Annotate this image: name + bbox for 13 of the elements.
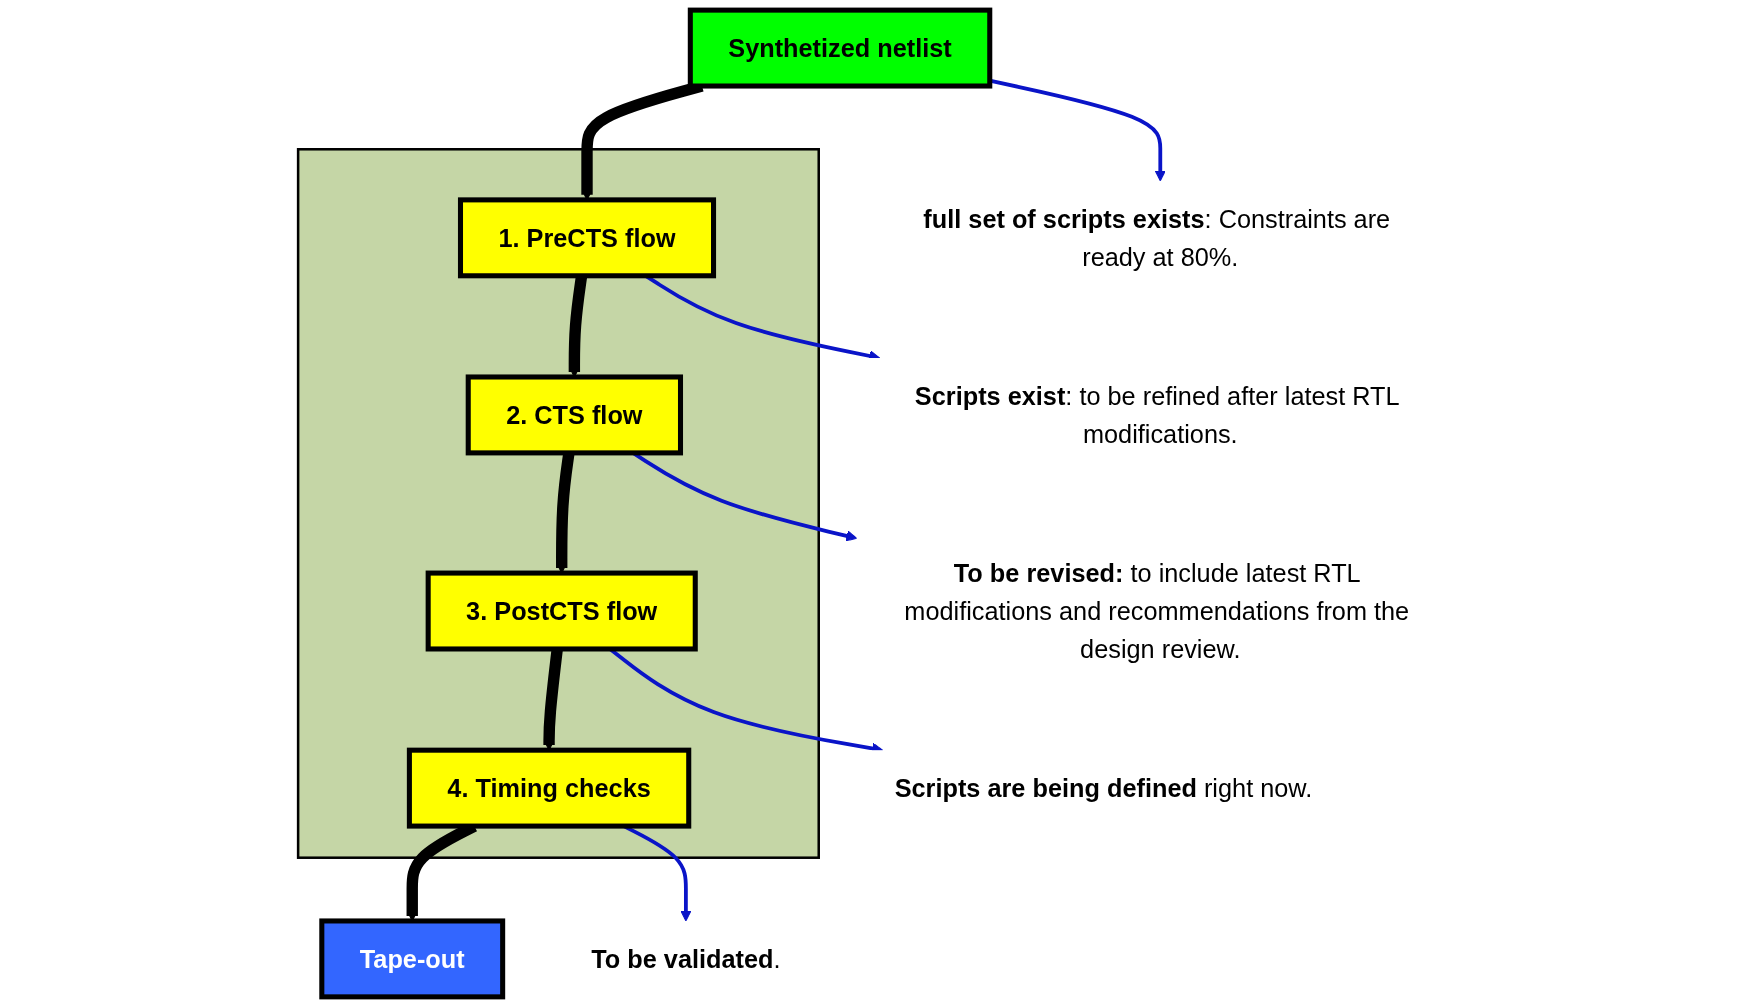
node-text: Scripts exist: to be refined after latest RTL modifications.: [914, 382, 1399, 448]
cluster: [296, 148, 820, 859]
node-box: [319, 918, 506, 1000]
node-box: [687, 7, 993, 89]
node-box: [457, 197, 717, 279]
node-box: [425, 570, 698, 652]
node-text: To be revised: to include latest RTL modifications and recommendations from the design review.: [904, 559, 1410, 663]
node-text: To be validated.: [591, 945, 781, 973]
node-text: Scripts are being defined right now.: [894, 774, 1313, 803]
node-box: [406, 747, 692, 829]
node-box: [465, 374, 683, 456]
node-text: full set of scripts exists: Constraints are ready at 80%.: [923, 204, 1391, 271]
arrow: [989, 78, 1166, 182]
